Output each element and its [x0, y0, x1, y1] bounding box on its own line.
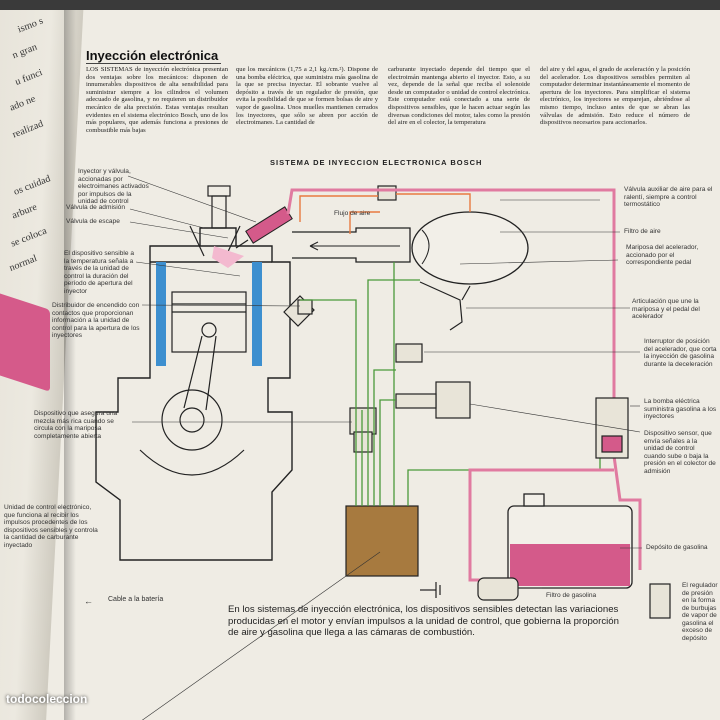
fuel-lines [286, 188, 642, 582]
coolant-channel-right [252, 262, 262, 366]
pressure-sensor [395, 381, 471, 419]
label-throttle: Mariposa del acelerador, accionado por e… [626, 244, 699, 266]
coolant-channel-left [156, 262, 166, 366]
full-throttle-device [349, 407, 377, 453]
label-air-flow: Flujo de aire [334, 210, 371, 217]
label-fuel-pump: La bomba eléctrica suministra gasolina a… [644, 398, 717, 420]
label-fuel-tank: Depósito de gasolina [646, 544, 708, 551]
label-full-throttle-device: Dispositivo que asegura una mezcla más r… [34, 410, 118, 440]
intro-column-3: carburante inyectado depende del tiempo … [388, 66, 530, 127]
intro-column-4: del aire y del agua, el grado de acelera… [540, 66, 690, 127]
watermark: todocoleccion [6, 692, 88, 706]
book-spine-shadow [64, 0, 76, 720]
label-battery-cable: Cable a la batería [108, 596, 164, 603]
fuel-filter [477, 577, 519, 601]
label-pressure-regulator: El regulador de presión en la forma de b… [682, 582, 718, 642]
label-injector: Inyector y válvula, accionadas por elect… [78, 168, 149, 205]
air-flow-arrow [309, 241, 400, 251]
title-rule [86, 63, 221, 64]
arrow-left-icon: ← [84, 596, 93, 606]
label-temperature-sensor: El dispositivo sensible a la temperatura… [64, 250, 135, 295]
label-linkage: Articulación que une la mariposa y el pe… [632, 298, 700, 320]
ground-symbol [420, 582, 441, 598]
intake-manifold [292, 227, 411, 263]
injector [235, 206, 293, 249]
air-filter [411, 211, 529, 285]
electronic-control-unit [345, 505, 419, 577]
accelerator-linkage [395, 281, 471, 363]
label-fuel-filter: Filtro de gasolina [546, 592, 597, 599]
diagram-caption: En los sistemas de inyección electrónica… [228, 604, 619, 639]
top-edge [0, 0, 720, 10]
piston-assembly [139, 291, 247, 476]
label-throttle-switch: Interruptor de posición del acelerador, … [644, 338, 717, 368]
label-exhaust-valve: Válvula de escape [66, 218, 120, 225]
combustion-mixture [212, 246, 244, 268]
air-lines [299, 193, 471, 234]
label-control-unit: Unidad de control electrónico, que funci… [4, 504, 98, 549]
auxiliary-air-valve [377, 185, 397, 201]
fuel-pump [595, 397, 629, 459]
intro-column-2: que los mecánicos (1,75 a 2,1 kg./cm.²).… [236, 66, 378, 127]
section-title: Inyección electrónica [86, 48, 219, 63]
ignition-distributor [283, 295, 315, 327]
intro-column-1: LOS SISTEMAS de inyección electrónica pr… [86, 66, 228, 134]
pressure-regulator [649, 583, 671, 619]
pointer-lines [127, 175, 642, 720]
label-pressure-sensor: Dispositivo sensor, que envía señales a … [644, 430, 716, 475]
label-auxiliary-air-valve: Válvula auxiliar de aire para el ralentí… [624, 186, 713, 208]
fuel-tank [507, 493, 633, 589]
label-air-filter: Filtro de aire [624, 228, 661, 235]
label-intake-valve: Válvula de admisión [66, 204, 126, 211]
diagram-title: SISTEMA DE INYECCION ELECTRONICA BOSCH [270, 158, 483, 167]
label-distributor: Distribuidor de encendido con contactos … [52, 302, 140, 339]
